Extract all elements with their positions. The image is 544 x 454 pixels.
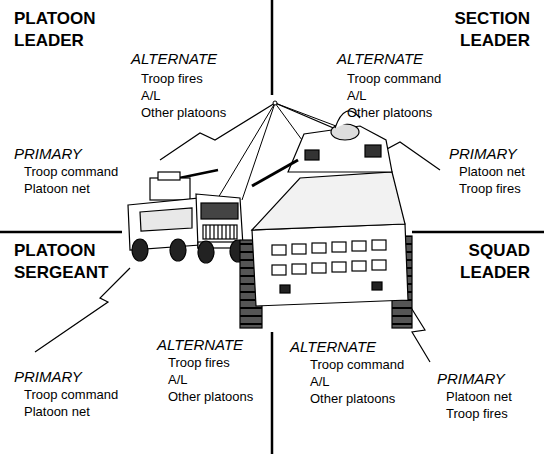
- net-category: PRIMARY: [14, 368, 82, 386]
- net-item: Platoon net: [459, 164, 525, 180]
- role-heading: PLATOON LEADER: [14, 8, 126, 52]
- role-heading: PLATOON SERGEANT: [14, 240, 126, 284]
- net-category: ALTERNATE: [337, 50, 423, 68]
- net-item: A/L: [347, 88, 367, 104]
- net-item: Troop command: [24, 387, 118, 403]
- net-item: A/L: [310, 374, 330, 390]
- radio-link: [35, 103, 440, 362]
- hmmwv-vehicle: [128, 170, 246, 263]
- net-item: Other platoons: [347, 105, 432, 121]
- net-item: Troop command: [310, 357, 404, 373]
- net-category: PRIMARY: [437, 370, 505, 388]
- net-category: ALTERNATE: [290, 338, 376, 356]
- role-heading: SQUAD LEADER: [418, 240, 530, 284]
- net-item: A/L: [141, 88, 161, 104]
- net-item: Troop fires: [459, 181, 521, 197]
- net-item: Platoon net: [24, 181, 90, 197]
- net-item: Other platoons: [141, 105, 226, 121]
- role-heading: SECTION LEADER: [418, 8, 530, 52]
- net-category: PRIMARY: [14, 145, 82, 163]
- net-category: PRIMARY: [449, 145, 517, 163]
- net-category: ALTERNATE: [157, 336, 243, 354]
- net-item: Other platoons: [310, 391, 395, 407]
- net-item: Troop fires: [141, 71, 203, 87]
- net-item: Troop command: [347, 71, 441, 87]
- net-item: Platoon net: [24, 404, 90, 420]
- net-item: Troop command: [24, 164, 118, 180]
- tracked-vehicle: [240, 111, 412, 328]
- net-item: A/L: [168, 372, 188, 388]
- net-item: Other platoons: [168, 389, 253, 405]
- net-item: Troop fires: [446, 406, 508, 422]
- net-item: Troop fires: [168, 355, 230, 371]
- net-category: ALTERNATE: [131, 50, 217, 68]
- net-item: Platoon net: [446, 389, 512, 405]
